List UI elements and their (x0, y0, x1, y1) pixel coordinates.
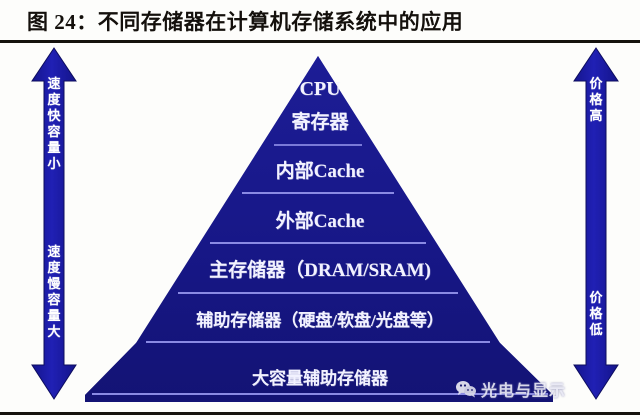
right-price-arrow (573, 47, 619, 400)
page-title: 图 24：不同存储器在计算机存储系统中的应用 (27, 10, 464, 34)
left-speed-capacity-arrow (31, 47, 77, 400)
title-divider-rule (0, 40, 640, 43)
memory-hierarchy-diagram (0, 43, 640, 412)
pyramid-silhouette (85, 56, 553, 402)
bottom-divider-rule (0, 412, 640, 415)
title-bar: 图 24：不同存储器在计算机存储系统中的应用 (0, 0, 640, 41)
diagram-svg (31, 47, 619, 402)
